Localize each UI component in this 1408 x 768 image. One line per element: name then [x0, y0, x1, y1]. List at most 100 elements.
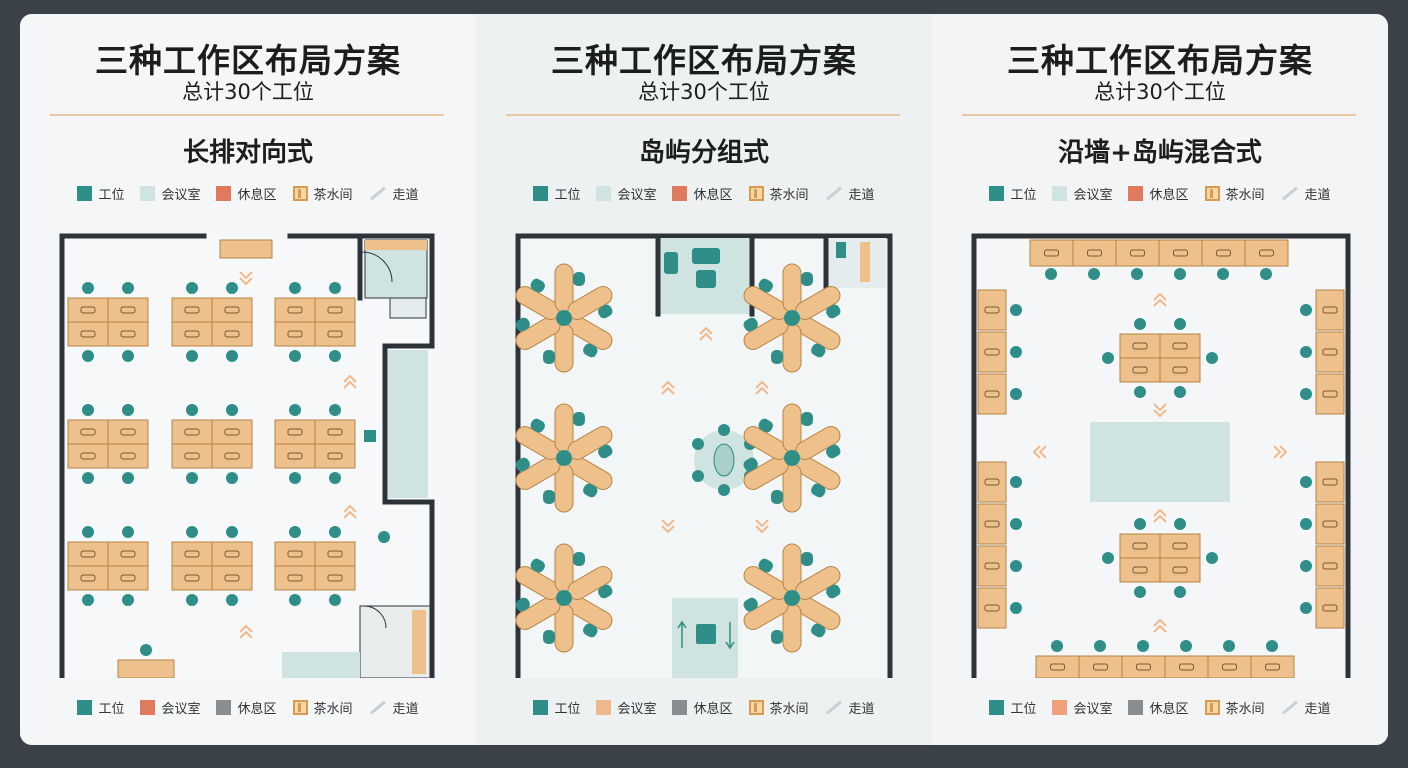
chair: [1010, 346, 1022, 358]
chair: [530, 278, 545, 293]
legend-swatch: [533, 700, 549, 715]
walkway-arrow-icon: [239, 624, 253, 639]
chair: [329, 404, 341, 416]
desk: [274, 321, 316, 347]
legend-label: 茶水间: [1225, 702, 1265, 717]
laptop-icon: [984, 348, 1000, 356]
desk: [1244, 239, 1289, 267]
laptop-icon: [1179, 663, 1194, 671]
walkway-arrow-icon: [755, 519, 769, 534]
workstation-arm: [743, 558, 789, 601]
chair: [329, 526, 341, 538]
laptop-icon: [1322, 562, 1338, 570]
chair: [82, 594, 94, 606]
chair: [226, 526, 238, 538]
legend-bottom: 工位会议室休息区茶水间走道: [476, 698, 932, 717]
desk: [1250, 655, 1295, 678]
chair: [122, 472, 134, 484]
laptop-icon: [1132, 342, 1148, 350]
desk: [1119, 333, 1161, 359]
laptop-icon: [224, 306, 240, 314]
chair: [226, 404, 238, 416]
legend-item: 休息区: [1128, 184, 1189, 203]
workstation-arm: [771, 463, 802, 513]
legend-label: 工位: [554, 188, 581, 203]
restroom: [389, 297, 427, 319]
meeting-room: [1090, 422, 1230, 502]
chair: [1266, 640, 1278, 652]
legend-label: 走道: [848, 188, 875, 203]
desk: [171, 443, 213, 469]
chair: [82, 472, 94, 484]
sofa: [664, 252, 678, 274]
desk: [107, 419, 149, 445]
legend-label: 工位: [98, 188, 125, 203]
chair: [186, 282, 198, 294]
desk: [1119, 557, 1161, 583]
legend-item: 休息区: [216, 698, 277, 717]
chair: [1010, 388, 1022, 400]
chair: [1134, 318, 1146, 330]
walkway-arrow-icon: [1153, 292, 1167, 307]
laptop-icon: [80, 428, 96, 436]
pantry-icon: [1204, 186, 1220, 201]
chair: [573, 272, 585, 286]
laptop-icon: [287, 550, 303, 558]
walkway-arrow-icon: [699, 326, 713, 341]
chair: [598, 304, 613, 319]
pantry-icon: [292, 700, 308, 715]
chair: [811, 623, 826, 638]
panel-island: 三种工作区布局方案 总计30个工位 岛屿分组式 工位会议室休息区茶水间走道 工位…: [476, 14, 932, 745]
walkway-arrow-icon: [661, 380, 675, 395]
workstation-arm: [567, 456, 613, 498]
chair: [289, 350, 301, 362]
walkway-icon: [1281, 700, 1298, 715]
chair: [1223, 640, 1235, 652]
legend-label: 茶水间: [769, 188, 809, 203]
island-hub: [556, 310, 572, 326]
laptop-icon: [80, 574, 96, 582]
page-title: 三种工作区布局方案: [95, 41, 401, 80]
laptop-icon: [1322, 348, 1338, 356]
walkway-arrow-icon: [661, 519, 675, 534]
chair: [758, 278, 773, 293]
desk: [171, 541, 213, 567]
desk: [67, 419, 109, 445]
desk: [1072, 239, 1117, 267]
legend-item: 走道: [825, 184, 875, 203]
chair: [226, 282, 238, 294]
laptop-icon: [287, 428, 303, 436]
workstation-arm: [554, 403, 585, 453]
chair: [1300, 304, 1312, 316]
legend-label: 工位: [98, 702, 125, 717]
laptop-icon: [1172, 366, 1188, 374]
legend-swatch: [140, 186, 156, 201]
workstation-arm: [554, 263, 585, 313]
laptop-icon: [984, 390, 1000, 398]
legend-item: 会议室: [596, 698, 656, 717]
chair: [543, 350, 555, 364]
laptop-icon: [287, 574, 303, 582]
toilet: [836, 242, 846, 258]
laptop-icon: [1222, 663, 1237, 671]
desk: [211, 419, 253, 445]
floor-plan-hybrid: [932, 218, 1388, 678]
chair: [122, 350, 134, 362]
corridor: [388, 350, 428, 498]
laptop-icon: [184, 452, 200, 460]
chair: [82, 282, 94, 294]
chair: [378, 531, 390, 543]
laptop-icon: [1132, 366, 1148, 374]
chair: [289, 404, 301, 416]
desk: [274, 565, 316, 591]
laptop-icon: [1322, 604, 1338, 612]
counter: [860, 242, 870, 282]
desk: [314, 297, 356, 323]
laptop-icon: [327, 574, 343, 582]
workstation-arm: [795, 456, 841, 498]
desk: [1315, 461, 1345, 503]
chair: [583, 623, 598, 638]
desk: [274, 297, 316, 323]
counter: [412, 610, 426, 674]
desk: [67, 297, 109, 323]
